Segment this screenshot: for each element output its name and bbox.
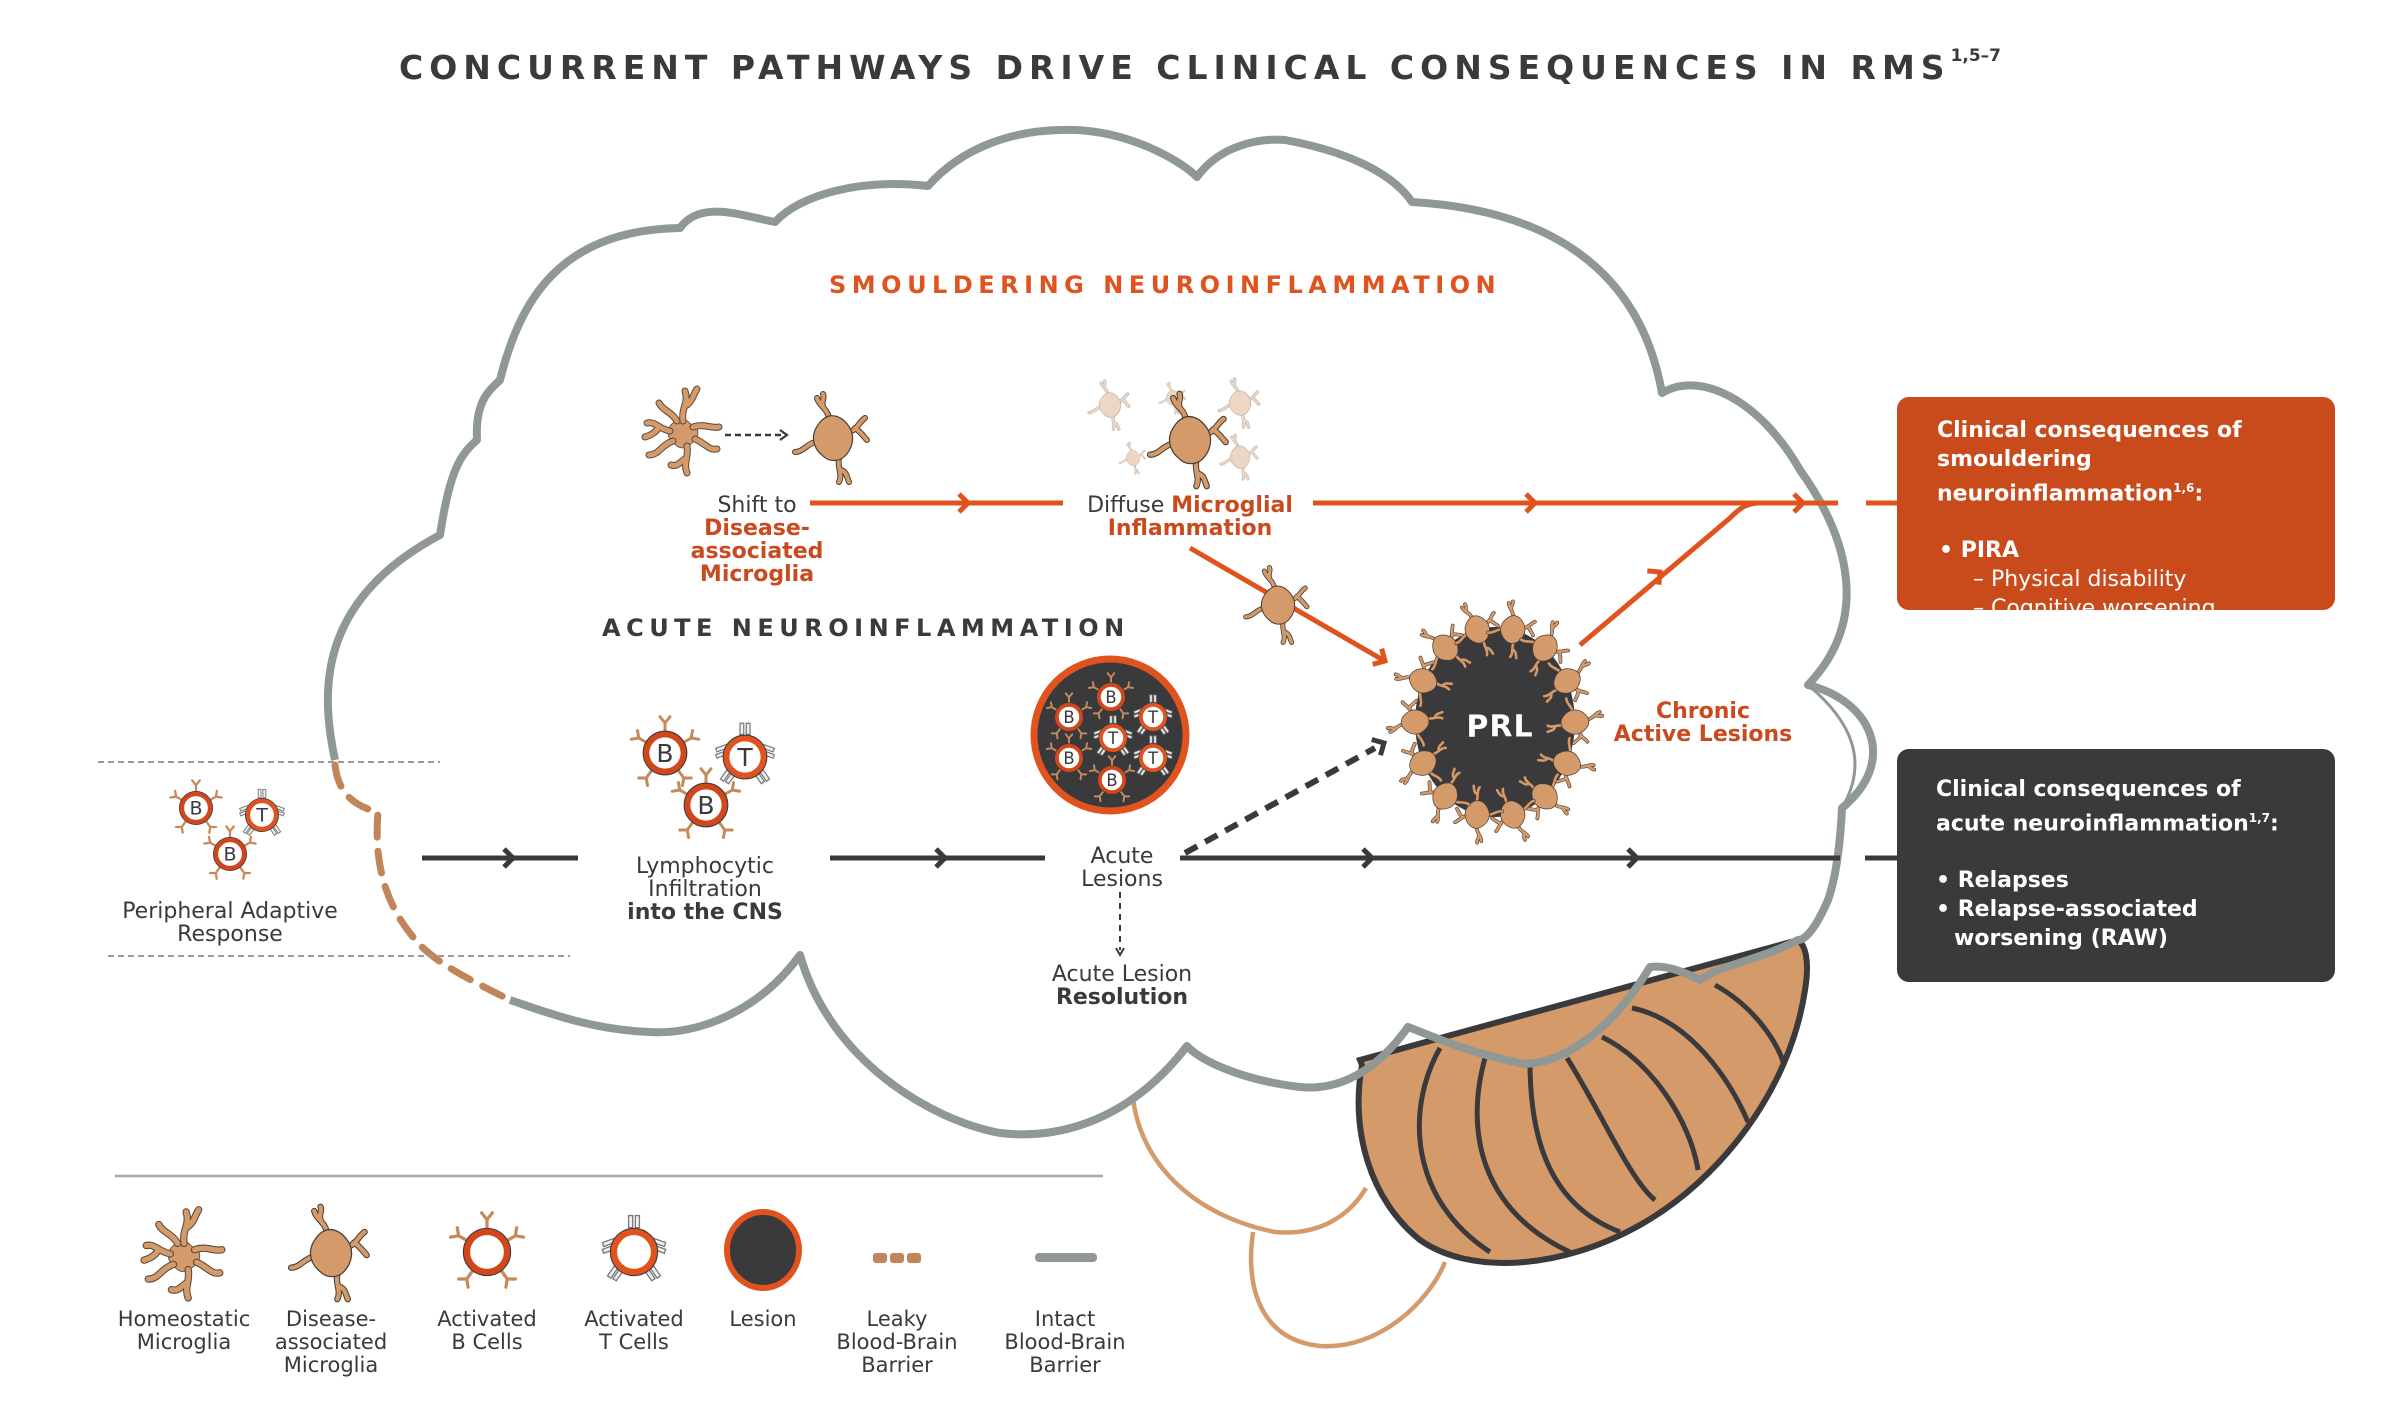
legend-label-lesion: Lesion (729, 1307, 797, 1331)
diffuse-microglia-cluster (1087, 377, 1261, 486)
prl-label: PRL (1466, 709, 1534, 745)
acute-lesion (1030, 655, 1190, 815)
smouldering-pathway-arrows (810, 494, 1897, 669)
acute-box-heading-line2: acute neuroinflammation1,7: (1936, 811, 2279, 837)
legend-homeostatic-microglia-icon (144, 1210, 222, 1298)
acute-consequences-box: Clinical consequences of acute neuroinfl… (1897, 749, 2335, 982)
raw-item-line1: • Relapse-associated (1936, 897, 2198, 923)
legend-activated-t-cell-icon (602, 1216, 665, 1281)
label-chronic-active-lesions: Chronic Active Lesions (1613, 699, 1793, 747)
prl-lesion (1385, 595, 1605, 849)
page-title: CONCURRENT PATHWAYS DRIVE CLINICAL CONSE… (398, 46, 2002, 87)
smouldering-consequences-box: Clinical consequences of smouldering neu… (1897, 397, 2335, 621)
physical-disability-item: – Physical disability (1973, 567, 2187, 593)
legend-intact-bbb-icon (1035, 1253, 1097, 1262)
cognitive-worsening-item: – Cognitive worsening (1973, 596, 2216, 622)
legend-disease-associated-microglia-icon (291, 1207, 367, 1299)
label-acute-lesion-resolution: Acute Lesion Resolution (1051, 962, 1193, 1010)
legend-lesion-icon (724, 1209, 802, 1291)
pira-bullet: • PIRA (1939, 538, 2019, 564)
label-peripheral-adaptive-response: Peripheral Adaptive Response (122, 899, 338, 947)
cloud-inner-bump (1807, 683, 1857, 809)
smouldering-box-heading-line1: Clinical consequences of (1937, 418, 2242, 443)
disease-associated-microglia-illustration (795, 394, 867, 482)
legend-leaky-bbb-icon (873, 1253, 921, 1263)
acute-box-heading-line1: Clinical consequences of (1936, 777, 2241, 802)
smouldering-box-heading-line2: smouldering neuroinflammation1,6: (1937, 447, 2204, 507)
leaky-bbb-dashed (331, 761, 514, 1004)
label-acute-lesions: Acute Lesions (1081, 844, 1163, 892)
migrating-microglia (1246, 568, 1307, 643)
raw-item-line2: worsening (RAW) (1954, 926, 2168, 952)
label-shift-to-dam: Shift to Disease- associated Microglia (690, 493, 824, 587)
legend-activated-b-cell-icon (451, 1213, 524, 1287)
section-smouldering-heading: SMOULDERING NEUROINFLAMMATION (829, 271, 1502, 299)
homeostatic-microglia-illustration (645, 389, 719, 473)
section-acute-heading: ACUTE NEUROINFLAMMATION (602, 614, 1130, 642)
cerebellum (1355, 936, 1810, 1266)
acute-pathway-arrows (422, 735, 1897, 958)
label-diffuse-microglial-inflammation: Diffuse Microglial Inflammation (1087, 493, 1293, 541)
blood-brain-barrier-outline (323, 125, 1877, 1139)
cerebellum-body (1355, 936, 1810, 1266)
label-lymphocytic-infiltration: Lymphocytic Infiltration into the CNS (627, 854, 783, 925)
legend-icons (144, 1207, 1097, 1299)
brainstem-outline (1130, 1097, 1448, 1349)
relapses-item: • Relapses (1936, 868, 2069, 894)
